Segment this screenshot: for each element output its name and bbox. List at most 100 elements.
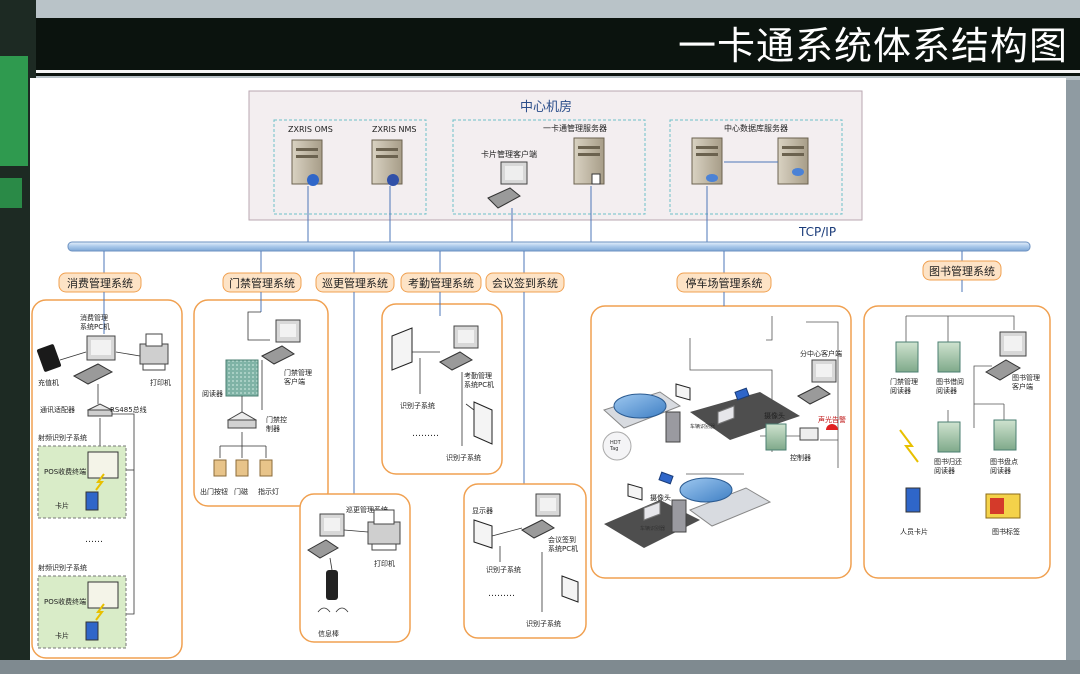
library-links bbox=[905, 315, 1015, 428]
attendance-dots: ……… bbox=[412, 429, 439, 439]
library-inventory-reader-icon bbox=[993, 419, 1017, 451]
meeting-reader-icon bbox=[561, 575, 579, 603]
attendance-sub-label-2: 识别子系统 bbox=[446, 453, 481, 462]
oms-server-icon bbox=[291, 139, 323, 186]
library-loan-reader-icon bbox=[937, 341, 961, 373]
book-tag-icon bbox=[985, 493, 1021, 519]
camera-icon-1 bbox=[734, 387, 750, 401]
attendance-system-label: 考勤管理系统 bbox=[408, 276, 474, 290]
card-label-2: 卡片 bbox=[55, 631, 69, 640]
meeting-dots: ……… bbox=[488, 589, 515, 599]
sub-center-pc-icon bbox=[797, 359, 837, 405]
recharger-label: 充值机 bbox=[38, 378, 59, 387]
book-tag-label: 图书标签 bbox=[992, 527, 1020, 536]
attendance-pc-label: 考勤管理 系统PC机 bbox=[464, 371, 494, 389]
door-client-line1: 门禁管理 bbox=[284, 368, 312, 377]
nms-server-icon bbox=[371, 139, 403, 186]
attendance-pc-icon bbox=[439, 325, 479, 371]
meeting-display-icon bbox=[473, 519, 493, 549]
db-server-icon-2 bbox=[777, 137, 809, 185]
adapter-label: 通讯适配器 bbox=[40, 405, 75, 414]
consume-printer-icon bbox=[139, 333, 169, 371]
staff-card-label: 人员卡片 bbox=[900, 527, 928, 536]
attendance-reader-icon-2 bbox=[473, 401, 493, 445]
attendance-panel: 考勤管理 系统PC机 识别子系统 ……… 识别子系统 bbox=[381, 292, 503, 475]
consume-dots: …… bbox=[85, 535, 103, 545]
patrol-system-label: 巡更管理系统 bbox=[322, 276, 388, 290]
patrol-printer-icon bbox=[367, 509, 401, 551]
attendance-pc-line2: 系统PC机 bbox=[464, 380, 494, 389]
center-room: 中心机房 ZXRIS OMS ZXRIS NMS 卡片管理客户端 一卡通管理服务… bbox=[248, 90, 863, 242]
oms-nms-group bbox=[273, 119, 427, 215]
consume-pc-label: 消费管理 系统PC机 bbox=[80, 313, 110, 331]
hdt-tag-line2: Tag bbox=[609, 446, 618, 452]
card-label-1: 卡片 bbox=[55, 501, 69, 510]
consume-pc-links bbox=[59, 351, 141, 404]
page-title: 一卡通系统体系结构图 bbox=[677, 24, 1068, 68]
info-stick-icon bbox=[326, 570, 338, 600]
reader-plate-1 bbox=[717, 405, 735, 425]
road-icon-1 bbox=[690, 392, 800, 440]
meeting-pc-line1: 会议签到 bbox=[548, 535, 576, 544]
db-server-label: 中心数据库服务器 bbox=[724, 123, 788, 133]
center-room-title: 中心机房 bbox=[520, 99, 572, 115]
parking-system-label: 停车场管理系统 bbox=[686, 276, 763, 290]
card-icon-2 bbox=[85, 621, 99, 641]
library-client-line2: 客户端 bbox=[1012, 382, 1033, 391]
consume-pc-line2: 系统PC机 bbox=[80, 322, 110, 331]
alarm-icon bbox=[826, 424, 838, 430]
rfid-label-1: 射频识别子系统 bbox=[38, 433, 87, 442]
library-client-pc-icon bbox=[985, 331, 1027, 381]
nms-label: ZXRIS NMS bbox=[372, 125, 416, 134]
library-return-reader-line1: 图书归还 bbox=[934, 457, 962, 466]
library-door-reader-line2: 阅读器 bbox=[890, 386, 911, 395]
card-server-icon bbox=[573, 137, 605, 185]
info-stick-signal-icon bbox=[317, 607, 349, 613]
consume-pc-icon bbox=[72, 335, 116, 385]
center-bus-links bbox=[307, 161, 778, 242]
attendance-reader-icon-1 bbox=[391, 327, 413, 371]
alarm-label: 声光告警 bbox=[818, 415, 846, 424]
meeting-panel: 显示器 会议签到 系统PC机 识别子系统 ……… 识别子系统 bbox=[463, 292, 587, 639]
car-icon-2 bbox=[679, 477, 733, 503]
system-labels: 消费管理系统 门禁管理系统 巡更管理系统 考勤管理系统 会议签到系统 停车场管理… bbox=[58, 260, 1002, 293]
door-client-line2: 客户端 bbox=[284, 377, 305, 386]
staff-card-icon bbox=[905, 487, 921, 513]
indicator-light-label: 指示灯 bbox=[258, 487, 279, 496]
reader-plate-2 bbox=[643, 501, 661, 521]
bus-drop-lines bbox=[103, 251, 963, 274]
background-green-block bbox=[0, 56, 28, 166]
oms-label: ZXRIS OMS bbox=[288, 125, 333, 134]
exit-button-label: 出门按钮 bbox=[200, 487, 228, 496]
monitor-icon-1 bbox=[675, 383, 691, 401]
library-client-line1: 图书管理 bbox=[1012, 373, 1040, 382]
meeting-sub-label-2: 识别子系统 bbox=[526, 619, 561, 628]
door-controller-line1: 门禁控 bbox=[266, 415, 287, 424]
camera-label-1: 摄像头 bbox=[764, 411, 785, 420]
patrol-system-text: 巡更管理系统 bbox=[346, 505, 388, 514]
tcpip-label: TCP/IP bbox=[798, 225, 836, 239]
controller-label: 控制器 bbox=[790, 453, 811, 462]
car-icon-1 bbox=[613, 393, 667, 419]
pos-label-1: POS收费终端 bbox=[44, 467, 86, 476]
library-return-reader-icon bbox=[937, 421, 961, 453]
meeting-sub-label-1: 识别子系统 bbox=[486, 565, 521, 574]
card-client-pc-icon bbox=[487, 161, 528, 209]
vehicle-reader-label-2: 车辆识别器 bbox=[640, 525, 665, 532]
consume-printer-label: 打印机 bbox=[150, 378, 171, 387]
attendance-sub-label-1: 识别子系统 bbox=[400, 401, 435, 410]
library-inventory-reader-label: 图书盘点 阅读器 bbox=[990, 457, 1020, 475]
signal-icon-1 bbox=[95, 473, 105, 491]
controller-icon bbox=[799, 427, 819, 441]
rfid-label-2: 射频识别子系统 bbox=[38, 563, 87, 572]
door-lock-icon bbox=[235, 459, 249, 477]
meeting-pc-icon bbox=[521, 493, 561, 539]
door-reader-label: 阅读器 bbox=[202, 389, 223, 398]
meeting-pc-label: 会议签到 系统PC机 bbox=[548, 535, 578, 553]
door-controller-line2: 制器 bbox=[266, 424, 280, 433]
patrol-pc-icon bbox=[307, 513, 345, 559]
background-right-strip bbox=[1066, 80, 1080, 674]
indicator-light-icon bbox=[259, 459, 273, 477]
vehicle-reader-label-1: 车辆识别器 bbox=[690, 423, 715, 430]
